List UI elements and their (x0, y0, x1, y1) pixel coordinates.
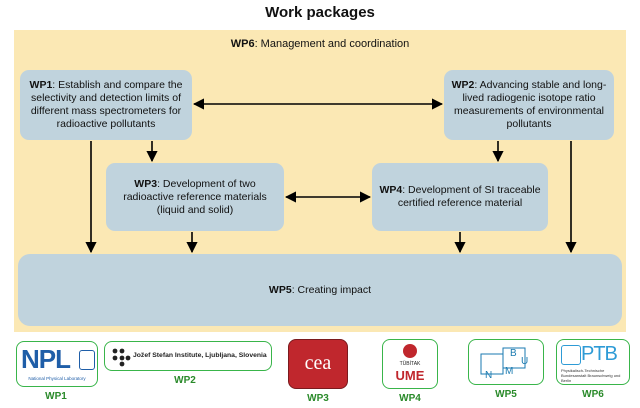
wp3-box: WP3: Development of two radioactive refe… (106, 163, 284, 231)
cea-logo-text: cea (304, 352, 332, 374)
npl-emblem-icon (79, 350, 95, 370)
jsi-dots-icon (112, 348, 131, 367)
ume-text: UME (395, 368, 425, 383)
npl-subtitle: National Physical Laboratory (28, 376, 86, 381)
svg-text:N: N (485, 370, 492, 381)
tubitak-emblem-icon (403, 344, 417, 358)
wp5-text: : Creating impact (291, 283, 372, 296)
ume-logo: TÜBİTAK UME (382, 339, 438, 389)
jsi-logo: Jožef Stefan Institute, Ljubljana, Slove… (104, 341, 272, 371)
wp3-text: : Development of two radioactive referen… (123, 177, 267, 216)
ptb-subtitle: Physikalisch-Technische Bundesanstalt Br… (561, 368, 621, 383)
ptb-emblem-icon (561, 345, 581, 365)
wp3-logo-label: WP3 (307, 393, 329, 404)
svg-text:M: M (505, 366, 513, 377)
npl-logo: NPL National Physical Laboratory (16, 341, 98, 387)
jsi-name: Jožef Stefan Institute, Ljubljana, Slove… (133, 352, 267, 359)
svg-text:B: B (510, 348, 517, 359)
wp1-box: WP1: Establish and compare the selectivi… (20, 70, 192, 140)
wp4-text: : Development of SI traceable certified … (397, 184, 541, 209)
wp6-id: WP6 (230, 38, 255, 50)
npl-logo-text: NPL (21, 344, 71, 374)
tubitak-text: TÜBİTAK (399, 361, 421, 367)
wp6-logo-label: WP6 (582, 389, 604, 400)
svg-text:U: U (521, 356, 528, 367)
wp4-box: WP4: Development of SI traceable certifi… (372, 163, 548, 231)
wp3-id: WP3 (134, 177, 158, 190)
wp5-box: WP5: Creating impact (18, 254, 622, 326)
diagram-title: Work packages (265, 4, 375, 21)
wp2-logo-label: WP2 (174, 375, 196, 386)
wp6-label: WP6: Management and coordination (14, 38, 626, 50)
wp1-logo-label: WP1 (45, 391, 67, 402)
wp5-id: WP5 (268, 283, 292, 296)
wp4-id: WP4 (379, 184, 403, 196)
wp2-text: : Advancing stable and long-lived radiog… (454, 79, 607, 130)
wp4-logo-label: WP4 (399, 393, 421, 404)
wp2-id: WP2 (451, 79, 475, 91)
ptb-logo-text: PTB (581, 343, 618, 365)
wp1-text: : Establish and compare the selectivity … (30, 79, 183, 130)
cea-logo: cea (288, 339, 348, 389)
wp5-logo-label: WP5 (495, 389, 517, 400)
wp2-box: WP2: Advancing stable and long-lived rad… (444, 70, 614, 140)
bunm-grid-icon: B U N M (480, 347, 528, 381)
ptb-logo: PTB Physikalisch-Technische Bundesanstal… (556, 339, 630, 385)
wp6-text: : Management and coordination (254, 38, 410, 50)
bunm-logo: B U N M (468, 339, 544, 385)
wp1-id: WP1 (29, 79, 53, 91)
